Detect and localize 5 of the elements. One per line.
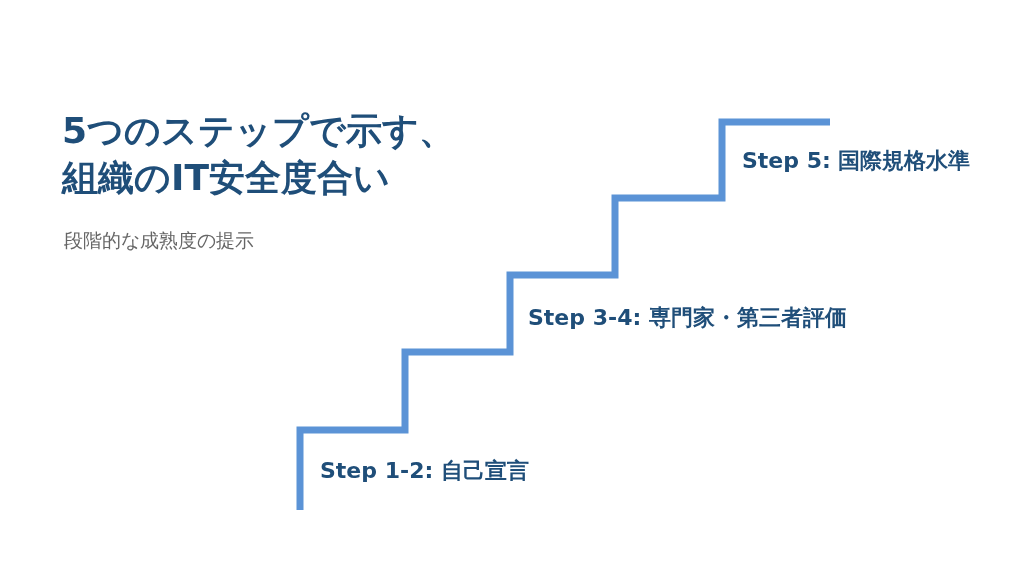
step-label: Step 3-4: 専門家・第三者評価 bbox=[528, 304, 847, 332]
step-label: Step 5: 国際規格水準 bbox=[742, 147, 971, 175]
title: 5つのステップで示す、組織のIT安全度合い bbox=[62, 109, 457, 200]
subtitle: 段階的な成熟度の提示 bbox=[64, 228, 254, 253]
step-label: Step 1-2: 自己宣言 bbox=[320, 457, 529, 485]
